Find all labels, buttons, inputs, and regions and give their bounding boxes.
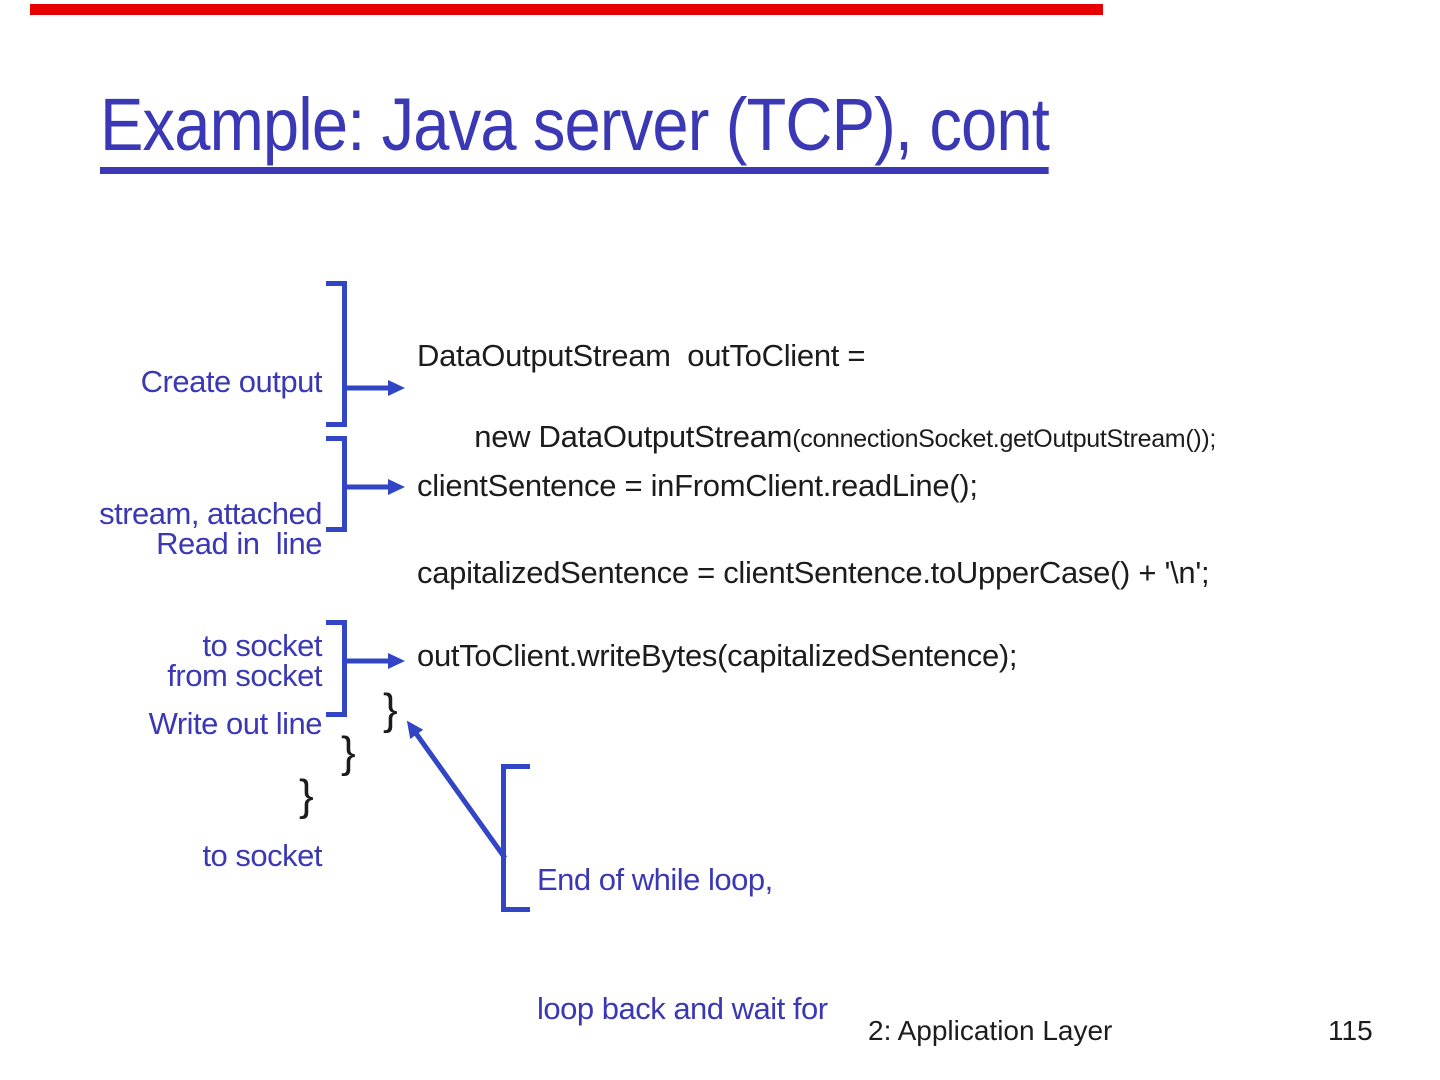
annotation-line: to socket [202, 628, 322, 663]
annotation-read-in-line: Read in line from socket [30, 434, 322, 786]
annotation-line: End of while loop, [537, 862, 773, 897]
closing-brace-1: } [383, 685, 398, 734]
annotation-line: Write out line [148, 706, 323, 741]
annotation-line: to socket [202, 838, 322, 873]
code-dataoutputstream-cont: new DataOutputStream(connectionSocket.ge… [441, 383, 1216, 490]
code-read-line: clientSentence = inFromClient.readLine()… [417, 468, 978, 503]
right-bracket-shape [326, 436, 347, 532]
code-small-part: (connectionSocket.getOutputStream()); [792, 424, 1217, 453]
right-bracket-shape [326, 620, 347, 717]
footer-page-number: 115 [1328, 1015, 1373, 1046]
annotation-line: Create output [140, 364, 323, 399]
annotation-write-out-line: Write out line to socket [30, 614, 323, 966]
right-arrow-icon [347, 380, 405, 396]
code-capitalize-line: capitalizedSentence = clientSentence.toU… [417, 555, 1210, 590]
right-arrow-icon [347, 653, 405, 669]
annotation-line: from socket [167, 658, 322, 693]
annotation-line: loop back and wait for [537, 991, 828, 1026]
annotation-create-output-stream: Create output stream, attached to socket [30, 272, 322, 756]
left-bracket-shape [501, 764, 530, 912]
diagonal-arrow-icon [406, 720, 508, 860]
page-title: Example: Java server (TCP), cont [100, 86, 1050, 174]
right-bracket-shape [326, 281, 347, 427]
code-write-line: outToClient.writeBytes(capitalizedSenten… [417, 638, 1018, 673]
annotation-line: stream, attached [99, 496, 322, 531]
footer-section-label: 2: Application Layer [868, 1015, 1113, 1046]
code-dataoutputstream-decl: DataOutputStream outToClient = [417, 338, 866, 373]
code-main-part: new DataOutputStream [474, 418, 793, 454]
closing-brace-2: } [341, 728, 356, 777]
annotation-end-of-while-loop: End of while loop, loop back and wait fo… [537, 772, 869, 1080]
top-red-bar [30, 4, 1103, 15]
right-arrow-icon [347, 479, 405, 495]
closing-brace-3: } [299, 771, 314, 820]
annotation-line: Read in line [156, 526, 322, 561]
